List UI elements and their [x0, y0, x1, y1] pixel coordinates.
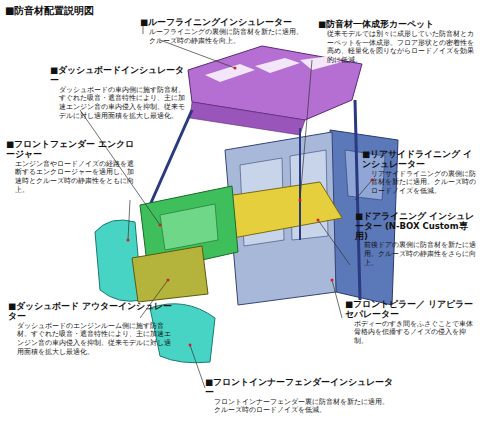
callout: ■リアサイドライニング インシュレーターリアサイドライニングの裏側に防音材を新た…	[362, 150, 476, 196]
callout-body: リアサイドライニングの裏側に防音材を新たに適用。クルーズ時のロードノイズを低減。	[371, 170, 476, 196]
callout: ■フロントピラー／ リアピラーセパレーターボディーのすき間をふさぐことで車体骨格…	[345, 300, 476, 346]
callout-heading: ■フロントピラー／ リアピラーセパレーター	[345, 300, 476, 320]
callout-body: ダッシュボードのエンジンルーム側に施す防音材。すぐれた吸音・遮音特性により、主に…	[17, 322, 173, 357]
diagram-title: ■防音材配置説明図	[5, 4, 94, 18]
callout-heading: ■リアサイドライニング インシュレーター	[362, 150, 476, 170]
callout: ■フロントインナーフェンダーインシュレーターフロントインナーフェンダー裏に防音材…	[205, 378, 395, 415]
callout-body: フロントインナーフェンダー裏に防音材を新たに適用。クルーズ時のロードノイズを低減…	[214, 398, 395, 416]
callout-heading: ■ルーフライニングインシュレーター	[140, 18, 305, 28]
callout-heading: ■ダッシュボードインシュレーター	[50, 66, 190, 86]
callout-body: 前後ドアの裏側に防音材を新たに適用。クルーズ時の静粛性をさらに向上。	[364, 241, 476, 267]
callout-body: ダッシュボードの車内側に施す防音材。すぐれた吸音・遮音特性により、主に加速エンジ…	[59, 86, 190, 121]
callout-heading: ■防音材一体成形カーペット	[318, 20, 476, 30]
callout: ■防音材一体成形カーペット従来モデルでは別々に成形していた防音材とカーペットを一…	[318, 20, 476, 65]
callout: ■ドアライニング インシュレーター (N-BOX Custom専用)前後ドアの裏…	[355, 212, 476, 268]
callout-heading: ■フロントインナーフェンダーインシュレーター	[205, 378, 395, 398]
callout-body: エンジン音やロードノイズの経路を遮断するエンクロージャーを適用し、加速時とクルー…	[15, 160, 134, 195]
callout-heading: ■ドアライニング インシュレーター (N-BOX Custom専用)	[355, 212, 476, 241]
callout-heading: ■ダッシュボード アウターインシュレーター	[8, 302, 173, 322]
callout-body: ルーフライニングの裏側に防音材を新たに適用。クルーズ時の静粛性を向上。	[149, 28, 305, 46]
callout: ■フロントフェンダー エンクロージャーエンジン音やロードノイズの経路を遮断するエ…	[6, 140, 134, 195]
callout: ■ルーフライニングインシュレータールーフライニングの裏側に防音材を新たに適用。ク…	[140, 18, 305, 45]
callout-heading: ■フロントフェンダー エンクロージャー	[6, 140, 134, 160]
callout-body: ボディーのすき間をふさぐことで車体骨格内を伝播するノイズの侵入を抑制。	[354, 320, 476, 346]
callout-body: 従来モデルでは別々に成形していた防音材とカーペットを一体成形。フロア形状との密着…	[327, 30, 476, 65]
callout: ■ダッシュボード アウターインシュレーターダッシュボードのエンジンルーム側に施す…	[8, 302, 173, 357]
callout: ■ダッシュボードインシュレーターダッシュボードの車内側に施す防音材。すぐれた吸音…	[50, 66, 190, 121]
